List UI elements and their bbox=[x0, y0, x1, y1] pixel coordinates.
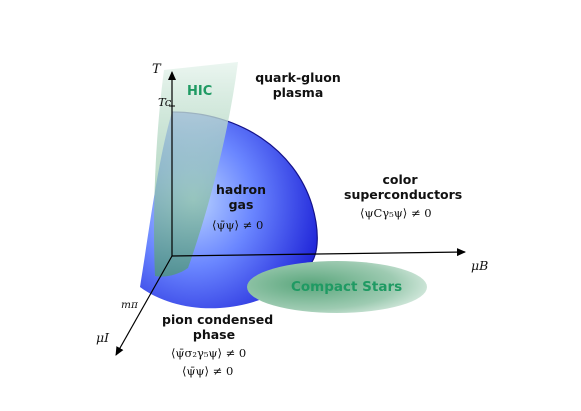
mui-axis bbox=[115, 255, 173, 356]
tc-label: Tc bbox=[158, 95, 172, 109]
compact-stars-label: Compact Stars bbox=[291, 279, 403, 295]
hic-band bbox=[154, 62, 238, 277]
hic-label: HIC bbox=[187, 84, 213, 99]
mub-axis-label: μB bbox=[471, 258, 489, 273]
pion-formula-1: ⟨ψ̄σ₂γ₅ψ⟩ ≠ 0 bbox=[171, 346, 247, 360]
hadron-formula: ⟨ψ̄ψ⟩ ≠ 0 bbox=[212, 218, 264, 232]
mui-axis-label: μI bbox=[96, 330, 110, 345]
hadron-gas-label: hadron gas bbox=[210, 182, 272, 212]
pion-line2: phase bbox=[192, 327, 236, 342]
pion-line1: pion condensed bbox=[162, 312, 274, 327]
qgp-line2: plasma bbox=[272, 85, 324, 100]
color-line1: color bbox=[382, 172, 418, 187]
mpi-label: mπ bbox=[121, 299, 138, 311]
pion-formula-2: ⟨ψ̄ψ⟩ ≠ 0 bbox=[182, 364, 234, 378]
pion-phase-label: pion condensed phase bbox=[162, 312, 274, 342]
hadron-line1: hadron bbox=[216, 182, 266, 197]
color-sc-label: color superconductors bbox=[344, 172, 463, 202]
color-line2: superconductors bbox=[344, 187, 463, 202]
t-axis-label: T bbox=[152, 62, 161, 77]
color-formula: ⟨ψCγ₅ψ⟩ ≠ 0 bbox=[360, 206, 432, 220]
compact-stars-region bbox=[247, 261, 427, 313]
hadron-line2: gas bbox=[228, 197, 254, 212]
qgp-label: quark-gluon plasma bbox=[255, 70, 341, 100]
qgp-line1: quark-gluon bbox=[255, 70, 341, 85]
mub-axis bbox=[171, 248, 466, 257]
